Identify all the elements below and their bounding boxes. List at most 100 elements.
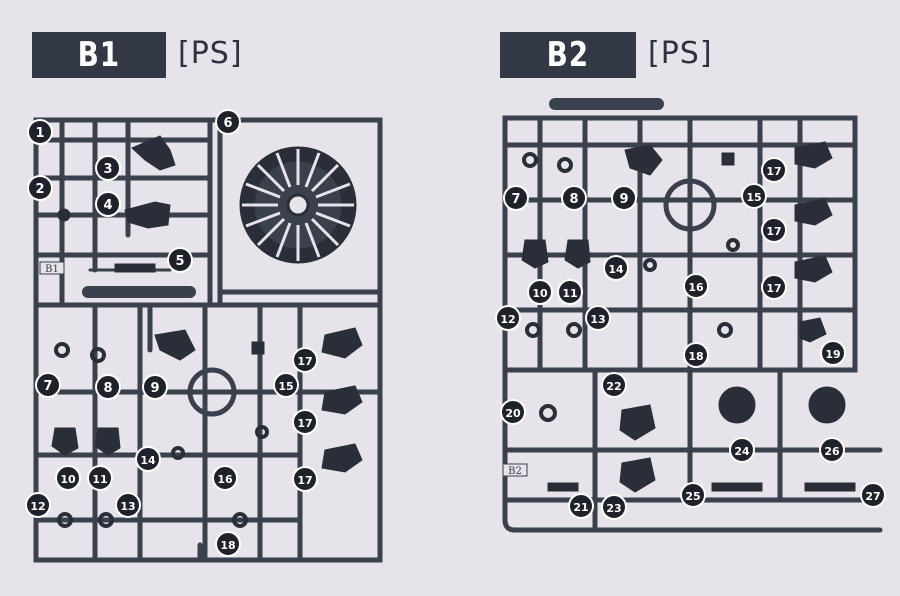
b1-callout: 18 <box>215 531 241 557</box>
b1-callout-label: 9 <box>150 381 159 396</box>
b2-callout: 15 <box>741 183 767 209</box>
b1-callout-label: 2 <box>35 182 44 197</box>
b1-part-2 <box>57 208 71 222</box>
b2-callout-label: 19 <box>825 348 840 361</box>
b1-callout-label: 8 <box>103 381 112 396</box>
b2-callout: 26 <box>819 437 845 463</box>
b2-material-label: [PS] <box>648 36 713 71</box>
b2-callout: 14 <box>603 255 629 281</box>
b1-callout: 17 <box>292 409 318 435</box>
b2-callout-label: 26 <box>824 445 840 458</box>
b1-part-9 <box>154 329 196 361</box>
b1-callout-label: 15 <box>278 380 293 393</box>
b1-gear-wheel <box>239 146 357 264</box>
b2-callout: 11 <box>557 279 583 305</box>
b2-callout: 17 <box>761 274 787 300</box>
b1-callout-label: 4 <box>103 198 112 213</box>
b1-callout-label: 5 <box>175 254 184 269</box>
b1-callout-label: 16 <box>217 473 233 486</box>
b2-callout-label: 15 <box>746 191 761 204</box>
b2-callout-label: 25 <box>685 490 700 503</box>
b1-part-small <box>251 341 265 355</box>
b1-header-tag: B1 <box>32 32 166 78</box>
b2-header-tag: B2 <box>500 32 636 78</box>
b1-callout-label: 17 <box>297 355 312 368</box>
b2-callout: 25 <box>680 482 706 508</box>
b2-callout: 23 <box>601 494 627 520</box>
b1-callout: 17 <box>292 466 318 492</box>
b2-callout: 9 <box>611 185 637 211</box>
b1-header-label: B1 <box>77 35 121 75</box>
b2-callout-label: 14 <box>608 263 624 276</box>
b2-callout-label: 13 <box>590 313 605 326</box>
b2-callout-label: 7 <box>511 192 520 207</box>
b1-callout: 6 <box>215 109 241 135</box>
b1-callout-label: 3 <box>103 162 112 177</box>
b2-callout: 7 <box>503 185 529 211</box>
b2-ring <box>663 178 717 232</box>
b2-callout-label: 23 <box>606 502 621 515</box>
b1-callout-label: 17 <box>297 474 312 487</box>
b1-sprue <box>33 117 383 563</box>
b2-callout: 13 <box>585 305 611 331</box>
b1-callout: 13 <box>115 492 141 518</box>
b1-callout-label: 6 <box>223 116 232 131</box>
b2-stamp: B2 <box>508 466 522 477</box>
b2-callout-label: 9 <box>619 192 628 207</box>
b2-callout-label: 16 <box>688 281 704 294</box>
b2-callout: 24 <box>729 437 755 463</box>
b2-callout: 12 <box>495 305 521 331</box>
b1-callout-label: 18 <box>220 539 235 552</box>
b1-callout-label: 17 <box>297 417 312 430</box>
b1-part-3 <box>131 135 176 171</box>
b2-callout-label: 21 <box>573 501 588 514</box>
b1-frame <box>33 117 383 563</box>
b1-callout: 15 <box>273 372 299 398</box>
b1-callout-label: 12 <box>30 500 45 513</box>
b2-header-label: B2 <box>546 35 590 75</box>
b1-part-4 <box>124 201 171 229</box>
b1-callout: 16 <box>212 465 238 491</box>
b2-callout: 10 <box>527 279 553 305</box>
b1-ring <box>187 367 237 417</box>
b2-callout: 17 <box>761 157 787 183</box>
b2-callout: 27 <box>860 482 886 508</box>
b2-callout-label: 8 <box>569 192 578 207</box>
b2-callout: 22 <box>601 372 627 398</box>
b2-callout: 8 <box>561 185 587 211</box>
b2-callout-label: 12 <box>500 313 515 326</box>
b2-callout-label: 11 <box>562 287 577 300</box>
b1-callout: 5 <box>167 247 193 273</box>
b2-callout: 19 <box>820 340 846 366</box>
b2-callout-label: 24 <box>734 445 750 458</box>
b1-callout: 11 <box>87 465 113 491</box>
b2-callout: 17 <box>761 217 787 243</box>
b1-callout: 4 <box>95 191 121 217</box>
b2-callout-label: 22 <box>606 380 621 393</box>
b2-callout-label: 10 <box>532 287 548 300</box>
b2-callout: 18 <box>683 342 709 368</box>
b2-callout: 16 <box>683 273 709 299</box>
b1-callout: 1 <box>27 119 53 145</box>
b2-callout-label: 20 <box>505 407 521 420</box>
b1-callout: 2 <box>27 175 53 201</box>
b1-material-label: [PS] <box>178 36 243 71</box>
b1-callout: 14 <box>135 446 161 472</box>
b1-callout-label: 11 <box>92 473 107 486</box>
b2-part-24 <box>718 386 756 424</box>
b2-callout-label: 27 <box>865 490 880 503</box>
b2-callout-label: 17 <box>766 165 781 178</box>
b2-callout-label: 17 <box>766 282 781 295</box>
b1-callout: 17 <box>292 347 318 373</box>
b1-callout-label: 7 <box>43 379 52 394</box>
b1-callout: 10 <box>55 465 81 491</box>
b2-callout: 21 <box>568 493 594 519</box>
b2-callout: 20 <box>500 399 526 425</box>
b1-callout-label: 10 <box>60 473 76 486</box>
b1-callout-label: 14 <box>140 454 156 467</box>
b1-callout: 7 <box>35 372 61 398</box>
b2-part-9 <box>624 144 663 176</box>
b1-stamp: B1 <box>45 264 59 275</box>
b1-callout: 8 <box>95 374 121 400</box>
b1-callout: 3 <box>95 155 121 181</box>
